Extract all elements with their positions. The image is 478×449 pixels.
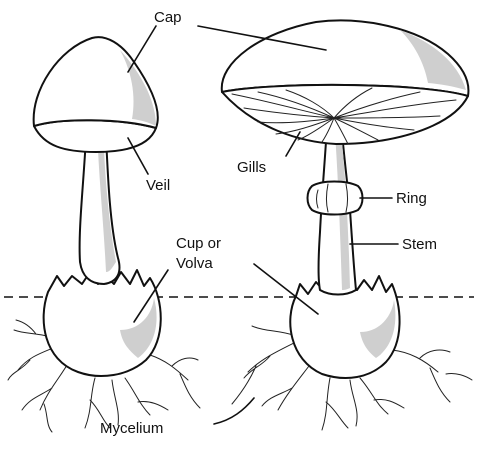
right-gills (222, 85, 468, 144)
right-ring (308, 182, 363, 215)
left-mushroom (8, 37, 200, 432)
mycelium-label: Mycelium (100, 420, 163, 437)
cap-label: Cap (154, 9, 182, 26)
right-mushroom (222, 20, 472, 430)
cap-leader-left (128, 26, 156, 72)
gills-label: Gills (237, 159, 266, 176)
veil-label: Veil (146, 177, 170, 194)
cup-label-line1: Cup or (176, 235, 221, 252)
ring-label: Ring (396, 190, 427, 207)
stem-label: Stem (402, 236, 437, 253)
cup-leader-right (254, 264, 318, 314)
cup-label-line2: Volva (176, 255, 213, 272)
